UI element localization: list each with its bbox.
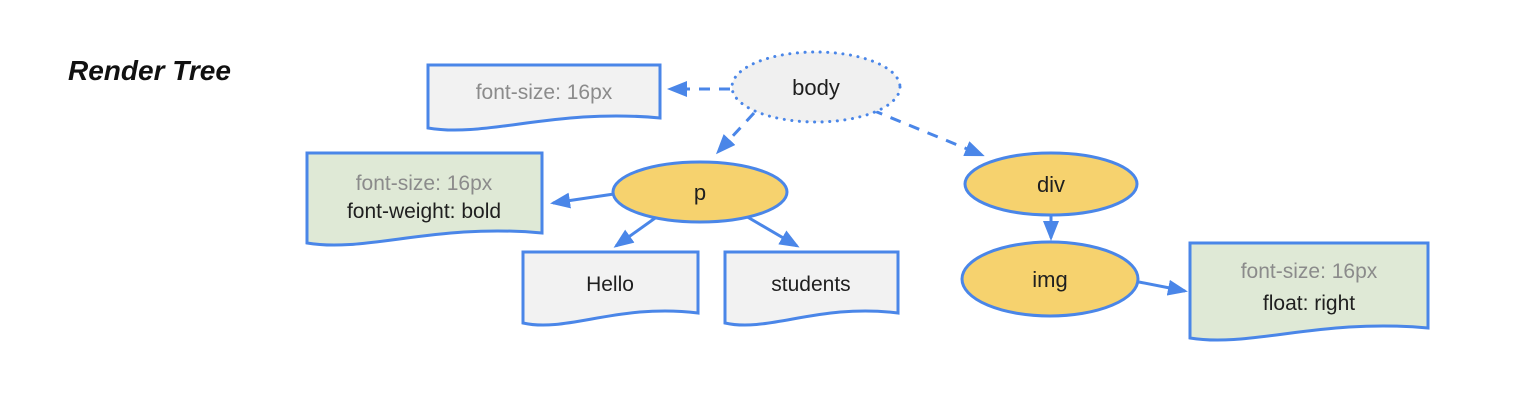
- edge-p-to-hello: [613, 214, 659, 248]
- edge-body-to-p: [715, 111, 756, 155]
- node-p-ellipse: [611, 160, 789, 224]
- node-div: div: [963, 151, 1139, 217]
- style-note-body: font-size: 16px: [426, 63, 662, 132]
- style-note-body-shape: [426, 63, 662, 132]
- node-body-ellipse: [730, 50, 902, 124]
- style-note-p: font-size: 16px font-weight: bold: [305, 151, 544, 247]
- style-note-img-shape: [1188, 241, 1430, 342]
- edge-body-to-div: [871, 108, 985, 157]
- style-note-img-line1: font-size: 16px: [1241, 260, 1378, 283]
- text-note-students-line1: students: [771, 273, 850, 296]
- node-img: img: [960, 240, 1140, 318]
- text-note-students-shape: [723, 250, 900, 327]
- style-note-img-line2: float: right: [1263, 292, 1355, 315]
- style-note-p-shape: [305, 151, 544, 247]
- style-note-img: font-size: 16px float: right: [1188, 241, 1430, 342]
- style-note-p-line2: font-weight: bold: [347, 200, 501, 223]
- node-body: body: [730, 50, 902, 124]
- text-note-hello: Hello: [521, 250, 700, 327]
- text-note-hello-line1: Hello: [586, 273, 634, 296]
- text-note-hello-shape: [521, 250, 700, 327]
- style-note-p-line1: font-size: 16px: [356, 172, 493, 195]
- node-body-label: body: [792, 75, 840, 100]
- node-img-ellipse: [960, 240, 1140, 318]
- text-note-students: students: [723, 250, 900, 327]
- diagram-title: Render Tree: [68, 55, 231, 86]
- node-p: p: [611, 160, 789, 224]
- style-note-body-line1: font-size: 16px: [476, 81, 613, 104]
- node-img-label: img: [1032, 267, 1067, 292]
- edge-p-to-p-style: [550, 192, 615, 209]
- node-div-ellipse: [963, 151, 1139, 217]
- node-div-label: div: [1037, 172, 1065, 197]
- edge-img-to-img-style: [1138, 279, 1188, 296]
- edge-p-to-students: [743, 213, 800, 248]
- node-p-label: p: [694, 180, 706, 205]
